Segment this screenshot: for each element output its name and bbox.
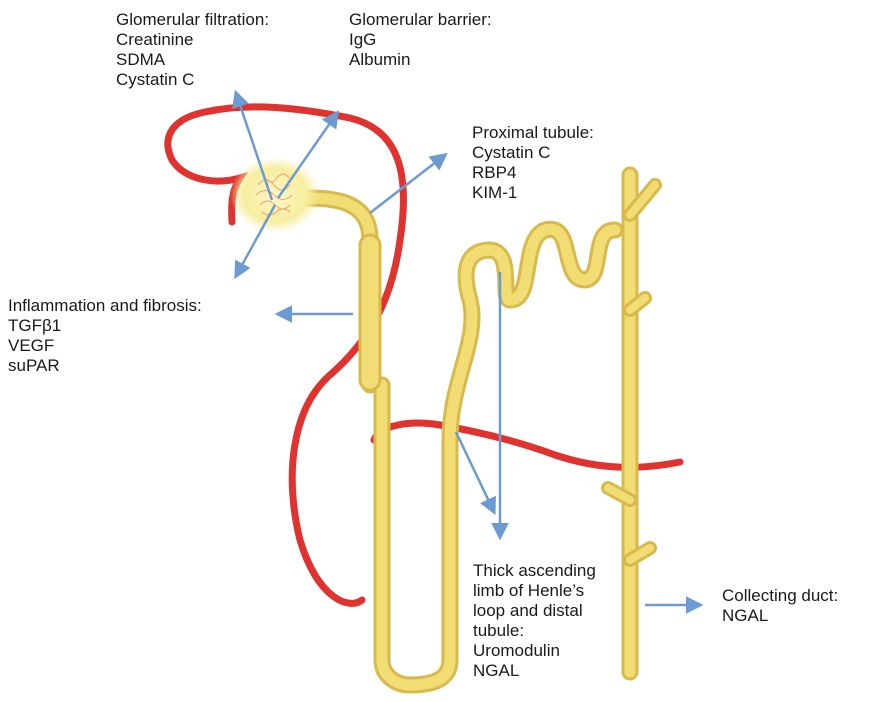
marker-ngal-distal: NGAL — [473, 661, 596, 681]
glomerulus — [230, 157, 320, 233]
marker-rbp4: RBP4 — [472, 163, 594, 183]
bowman-capsule-glow — [230, 157, 320, 233]
label-inflammation-fibrosis: Inflammation and fibrosis: TGFβ1 VEGF su… — [8, 296, 202, 376]
label-collecting-duct: Collecting duct: NGAL — [722, 586, 838, 626]
label-glomerular-filtration-title: Glomerular filtration: — [116, 10, 269, 30]
label-proximal-tubule: Proximal tubule: Cystatin C RBP4 KIM-1 — [472, 123, 594, 203]
marker-albumin: Albumin — [349, 50, 492, 70]
marker-tgfb1: TGFβ1 — [8, 316, 202, 336]
label-glomerular-barrier-title: Glomerular barrier: — [349, 10, 492, 30]
marker-vegf: VEGF — [8, 336, 202, 356]
label-thick-ascending-line-2: limb of Henle’s — [473, 581, 596, 601]
marker-creatinine: Creatinine — [116, 30, 269, 50]
label-proximal-tubule-title: Proximal tubule: — [472, 123, 594, 143]
label-glomerular-filtration: Glomerular filtration: Creatinine SDMA C… — [116, 10, 269, 90]
marker-cystatin-c: Cystatin C — [116, 70, 269, 90]
marker-uromodulin: Uromodulin — [473, 641, 596, 661]
label-thick-ascending-line-4: tubule: — [473, 621, 596, 641]
label-collecting-duct-title: Collecting duct: — [722, 586, 838, 606]
arrow-proximal-tubule — [370, 155, 445, 213]
marker-cystatin-c-proximal: Cystatin C — [472, 143, 594, 163]
label-thick-ascending-limb: Thick ascending limb of Henle’s loop and… — [473, 561, 596, 681]
label-thick-ascending-line-3: loop and distal — [473, 601, 596, 621]
arrow-distal-tubule — [456, 432, 494, 512]
marker-sdma: SDMA — [116, 50, 269, 70]
marker-ngal-collecting: NGAL — [722, 606, 838, 626]
marker-igg: IgG — [349, 30, 492, 50]
marker-supar: suPAR — [8, 356, 202, 376]
label-glomerular-barrier: Glomerular barrier: IgG Albumin — [349, 10, 492, 70]
label-inflammation-fibrosis-title: Inflammation and fibrosis: — [8, 296, 202, 316]
label-thick-ascending-line-1: Thick ascending — [473, 561, 596, 581]
marker-kim-1: KIM-1 — [472, 183, 594, 203]
